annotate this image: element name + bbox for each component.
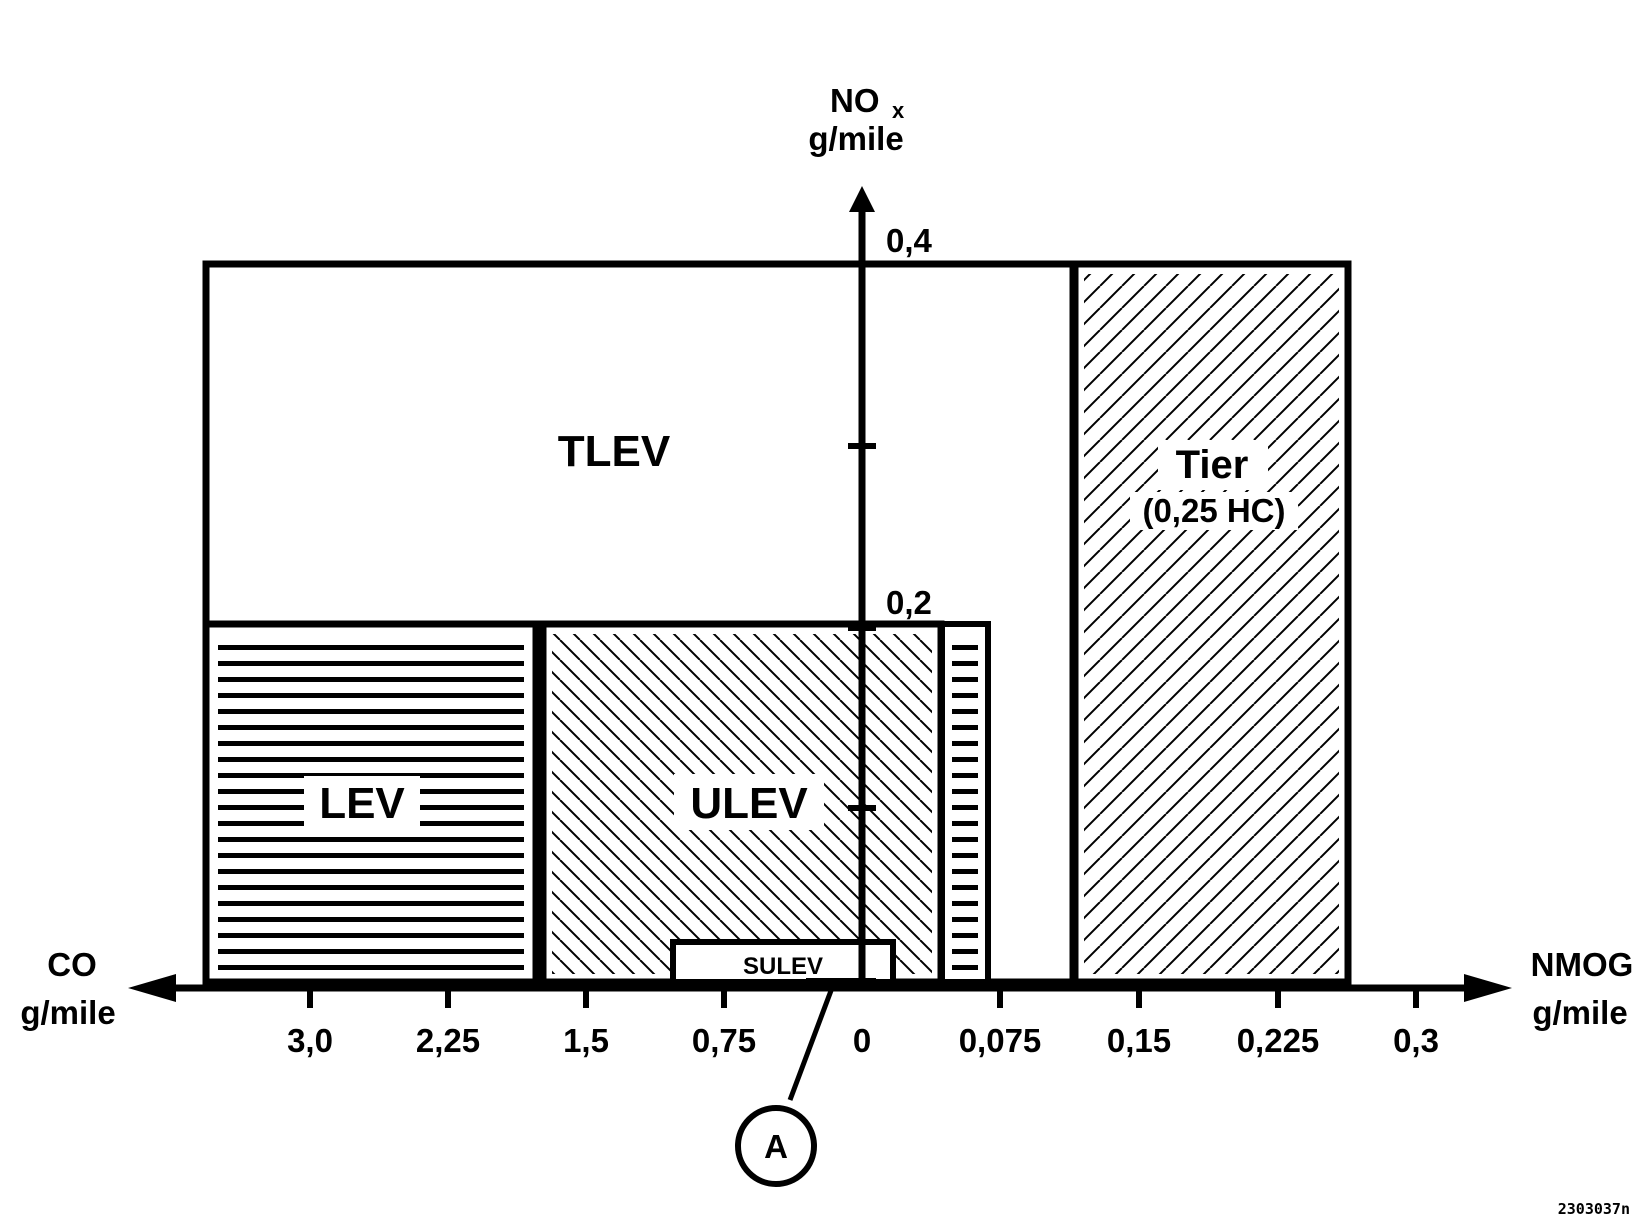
sulev-label: SULEV (743, 953, 823, 980)
nox-tick-label-0-4: 0,4 (886, 222, 933, 259)
nox-axis-arrow (849, 186, 875, 212)
ulev-label: ULEV (690, 779, 808, 828)
lev-nmog-hatch (952, 636, 978, 972)
tier-label: Tier (1176, 443, 1249, 487)
nmog-tick-label-0-15: 0,15 (1107, 1022, 1171, 1059)
co-tick-label-2-25: 2,25 (416, 1022, 480, 1059)
tier-sublabel-bg (1130, 492, 1298, 530)
nmog-tick-label-0-075: 0,075 (959, 1022, 1042, 1059)
nox-axis-label-subscript: x (892, 98, 905, 123)
ulev-label-bg (674, 774, 824, 830)
lev-label-bg (304, 776, 420, 828)
nmog-axis-arrow (1464, 974, 1512, 1002)
nox-tick-label-0-2: 0,2 (886, 584, 932, 621)
tier-label-bg (1158, 440, 1268, 490)
nox-axis-unit: g/mile (808, 120, 903, 157)
nox-axis-label: NO (830, 82, 880, 119)
lev-label: LEV (319, 779, 405, 828)
tier-sublabel: (0,25 HC) (1142, 492, 1285, 529)
nmog-tick-label-0-225: 0,225 (1237, 1022, 1320, 1059)
co-tick-label-0-75: 0,75 (692, 1022, 756, 1059)
tlev-label: TLEV (558, 427, 671, 476)
callout-a-label: A (764, 1128, 788, 1165)
nmog-axis-label: NMOG (1531, 946, 1634, 983)
callout-a-leader (787, 987, 835, 1101)
callout-a-circle (735, 1105, 817, 1187)
tier-hatch (1084, 274, 1339, 974)
co-tick-label-3: 3,0 (287, 1022, 333, 1059)
nmog-axis-unit: g/mile (1532, 994, 1627, 1031)
sulev-zone (670, 939, 896, 985)
co-axis-arrow (128, 974, 176, 1002)
co-axis-label: CO (47, 946, 97, 983)
nox-axis-label-main: NO (830, 82, 880, 119)
origin-label: 0 (853, 1022, 871, 1059)
figure-code: 2303037n (1558, 1200, 1630, 1218)
co-tick-label-1-5: 1,5 (563, 1022, 609, 1059)
nmog-tick-label-0-3: 0,3 (1393, 1022, 1439, 1059)
co-axis-unit: g/mile (20, 994, 115, 1031)
